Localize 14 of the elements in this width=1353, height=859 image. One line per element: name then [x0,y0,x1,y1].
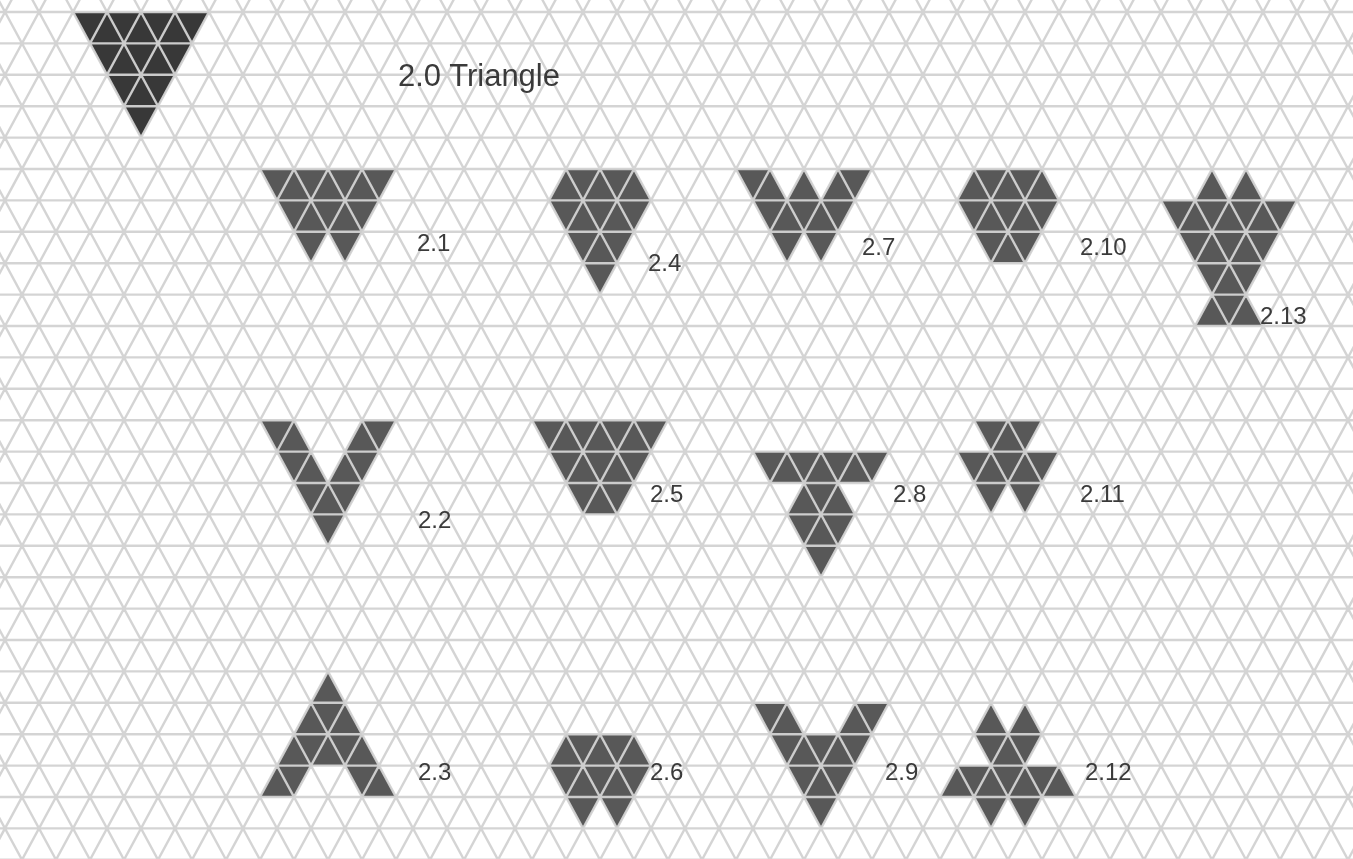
figure-number: 2.10 [1080,235,1127,259]
figure-number: 2.6 [650,760,684,784]
figure-number: 2.1 [417,231,451,255]
figure-number: 2.7 [862,235,896,259]
figure-number: 2.11 [1080,482,1125,506]
figure-number: 2.12 [1085,760,1132,784]
title: 2.0 Triangle [398,60,560,91]
figure-number: 2.4 [648,251,682,275]
figure-number: 2.8 [893,482,927,506]
figure-number: 2.13 [1260,304,1307,328]
figure-number: 2.9 [885,760,919,784]
figure-number: 2.3 [418,760,452,784]
figure-number: 2.5 [650,482,684,506]
figure-number: 2.2 [418,508,452,532]
